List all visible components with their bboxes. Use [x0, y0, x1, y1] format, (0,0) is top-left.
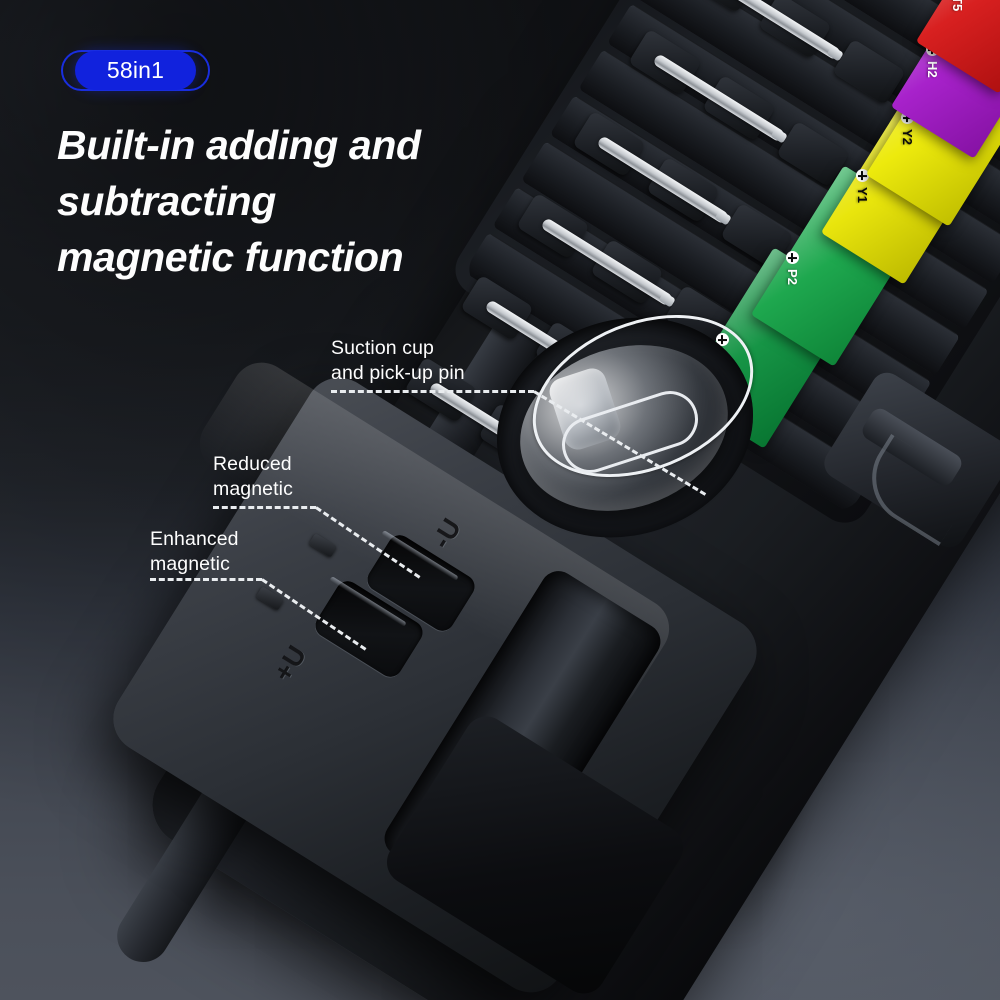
leader-reduced-horizontal [213, 506, 316, 509]
leader-enhanced-horizontal [150, 578, 262, 581]
badge-fill [75, 51, 196, 90]
annotation-suction-line-2: and pick-up pin [331, 362, 465, 384]
heading-line-2: subtracting [57, 178, 276, 224]
strip-code-text: Y2 [899, 129, 915, 145]
annotation-suction-cup: Suction cup and pick-up pin [331, 336, 465, 386]
annotation-enhanced-line-2: magnetic [150, 553, 230, 575]
strip-code-text: H2 [924, 61, 940, 78]
page-title: Built-in adding and subtracting magnetic… [57, 117, 527, 285]
badge-58in1: 58in1 [61, 50, 210, 91]
phillips-icon [785, 251, 799, 265]
annotation-suction-line-1: Suction cup [331, 337, 434, 359]
annotation-enhanced-magnetic: Enhanced magnetic [150, 527, 239, 577]
strip-code-text: T5 [949, 0, 965, 12]
heading-line-1: Built-in adding and [57, 122, 421, 168]
strip-code-text: P2 [784, 269, 800, 285]
strip-code-text: Y1 [854, 187, 870, 203]
annotation-reduced-magnetic: Reduced magnetic [213, 452, 293, 502]
strip-code: T5 [950, 0, 965, 11]
annotation-reduced-line-2: magnetic [213, 478, 293, 500]
strip-code: P2 [785, 251, 800, 285]
leader-suction-horizontal [331, 390, 534, 393]
annotation-enhanced-line-1: Enhanced [150, 528, 239, 550]
badge-label: 58in1 [106, 57, 165, 83]
heading-line-3: magnetic function [57, 234, 404, 280]
annotation-reduced-line-1: Reduced [213, 453, 292, 475]
